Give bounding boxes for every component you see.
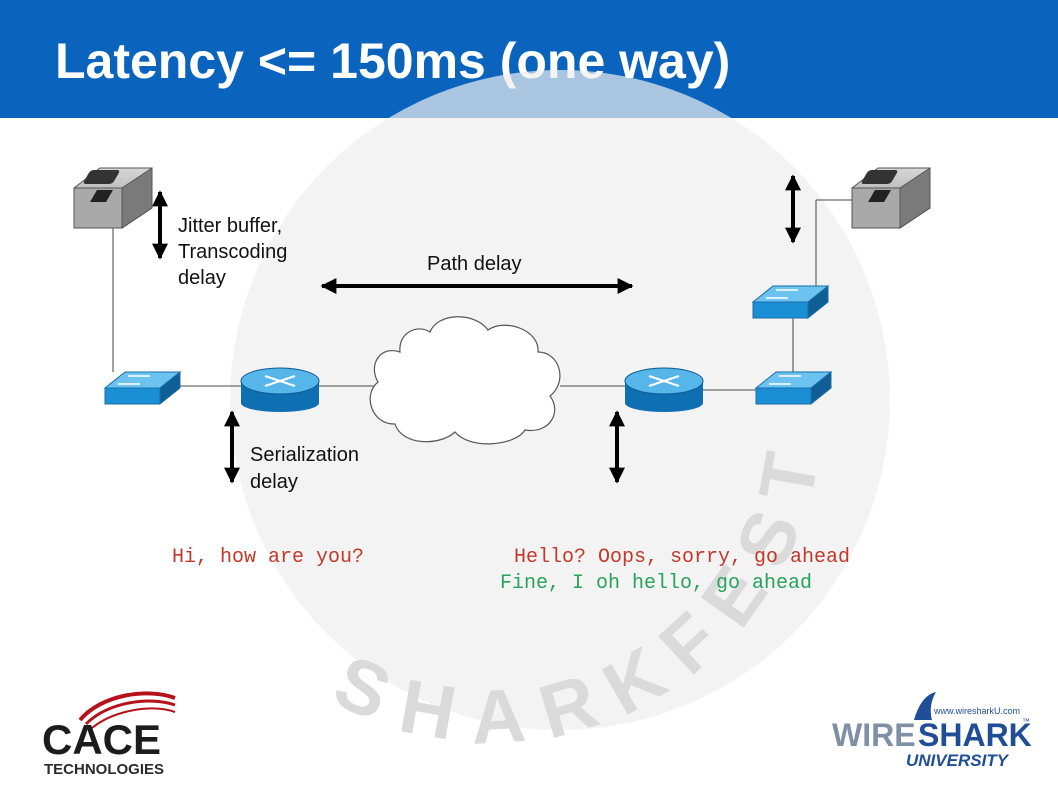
ip-phone-left bbox=[73, 167, 153, 229]
serialization-label-line2: delay bbox=[250, 471, 298, 493]
wireshark-university-logo: www.wiresharkU.com WIRE SHARK ™ UNIVERSI… bbox=[832, 692, 1032, 770]
jitter-label-line3: delay bbox=[178, 267, 226, 289]
router-left bbox=[240, 367, 320, 412]
jitter-label-line2: Transcoding bbox=[178, 241, 288, 263]
path-delay-label: Path delay bbox=[427, 253, 522, 275]
jitter-label-line1: Jitter buffer, bbox=[178, 215, 283, 237]
cace-technologies-logo: CACE TECHNOLOGIES bbox=[42, 691, 176, 778]
trademark: ™ bbox=[1022, 717, 1030, 726]
cace-wordmark: CACE bbox=[42, 716, 161, 763]
wordmark-wire: WIRE bbox=[832, 717, 916, 753]
switch-right-top bbox=[751, 284, 830, 320]
switch-right-bottom bbox=[754, 370, 833, 406]
conversation-right: Hello? Oops, sorry, go ahead bbox=[514, 546, 851, 569]
wordmark-university: UNIVERSITY bbox=[906, 751, 1010, 770]
conversation-reply: Fine, I oh hello, go ahead bbox=[500, 572, 813, 595]
cace-tagline: TECHNOLOGIES bbox=[44, 761, 164, 778]
wan-cloud bbox=[369, 316, 561, 445]
watermark-circle bbox=[230, 70, 890, 730]
wireshark-url: www.wiresharkU.com bbox=[933, 706, 1020, 716]
shark-fin-icon bbox=[914, 692, 936, 720]
conversation-left: Hi, how are you? bbox=[172, 546, 365, 569]
network-diagram bbox=[73, 167, 931, 484]
router-right bbox=[624, 367, 704, 412]
ip-phone-right bbox=[851, 167, 931, 229]
serialization-label-line1: Serialization bbox=[250, 444, 359, 466]
wordmark-shark: SHARK bbox=[918, 717, 1032, 753]
switch-left bbox=[103, 370, 182, 406]
